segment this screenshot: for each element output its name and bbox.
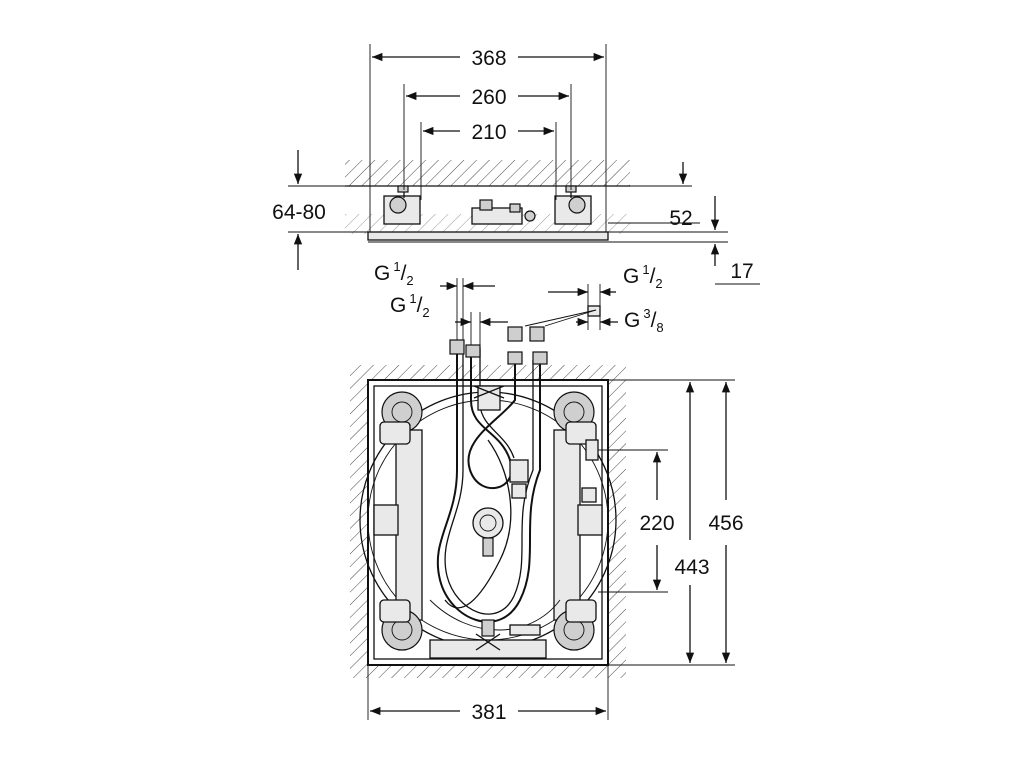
left-rail (395, 429, 423, 621)
dim-456-label: 456 (708, 512, 743, 535)
nozzle-bottom-right (553, 599, 597, 651)
dim-368-label: 368 (471, 47, 506, 70)
bottom-bar (429, 639, 547, 659)
nozzle-top-left (379, 391, 423, 445)
plan-view: 220 443 456 381 (350, 326, 744, 724)
dim-260-label: 260 (471, 86, 506, 109)
nozzle-bottom-left (379, 599, 423, 651)
left-bracket (383, 185, 421, 225)
dim-220-label: 220 (639, 512, 674, 535)
ceiling-hatch (345, 160, 630, 186)
right-bracket (554, 185, 592, 225)
hoses (429, 348, 561, 631)
dim-64-80-label: 64-80 (272, 201, 326, 224)
dim-17-label: 17 (730, 260, 753, 283)
dim-443-label: 443 (674, 556, 709, 579)
shower-plate (367, 231, 609, 241)
side-view: 368 260 210 64-80 52 17 (272, 44, 760, 285)
dim-381-label: 381 (471, 701, 506, 724)
dim-52-label: 52 (669, 207, 692, 230)
center-valve (471, 199, 536, 225)
dim-210-label: 210 (471, 121, 506, 144)
nozzle-top-right (553, 391, 597, 445)
right-rail (553, 429, 581, 621)
